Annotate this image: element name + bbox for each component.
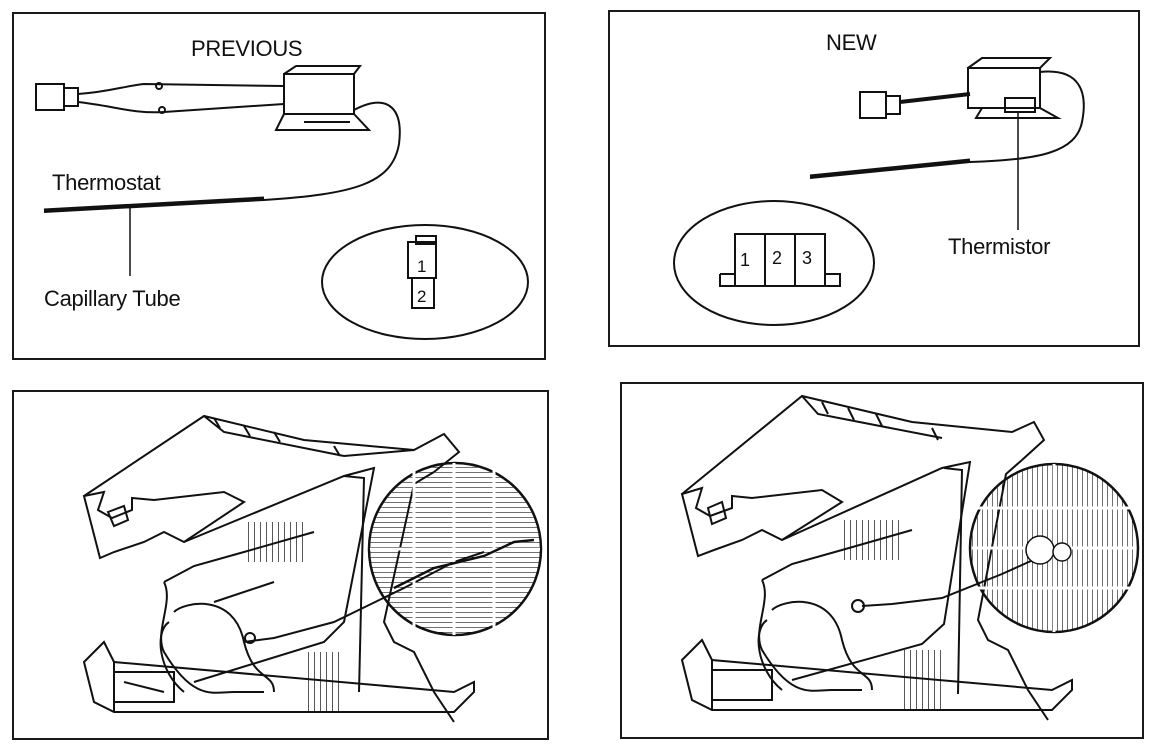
thermostat-label: Thermostat bbox=[52, 170, 161, 195]
thermostat-body bbox=[283, 73, 355, 115]
thermistor-drawing: 1 2 3 bbox=[673, 57, 1085, 326]
new-installed-panel bbox=[620, 382, 1144, 739]
thermistor-plug bbox=[859, 91, 887, 119]
capillary-tube-label: Capillary Tube bbox=[44, 286, 181, 311]
previous-pin-2: 2 bbox=[417, 287, 426, 306]
new-pin-3: 3 bbox=[802, 248, 812, 268]
thermistor-mount-point bbox=[1025, 535, 1055, 565]
new-evaporator-drawing bbox=[680, 394, 1140, 721]
thermistor-label: Thermistor bbox=[948, 234, 1051, 259]
new-part-panel: NEW Thermistor 1 2 3 bbox=[608, 10, 1140, 347]
previous-evaporator-drawing bbox=[82, 414, 543, 723]
connector-inset-ellipse bbox=[673, 200, 875, 326]
new-pin-2: 2 bbox=[772, 248, 782, 268]
previous-part-panel: PREVIOUS Thermostat Capillary Tube bbox=[12, 12, 546, 360]
capillary-tube bbox=[43, 101, 401, 213]
thermostat-plug bbox=[35, 83, 65, 111]
connector-inset-ellipse bbox=[321, 224, 529, 340]
previous-title: PREVIOUS bbox=[191, 36, 303, 61]
new-pin-1: 1 bbox=[740, 250, 750, 270]
previous-pin-1: 1 bbox=[417, 257, 426, 276]
thermostat-drawing: 1 2 bbox=[35, 65, 529, 340]
previous-installed-panel bbox=[12, 390, 549, 740]
new-title: NEW bbox=[826, 30, 877, 55]
